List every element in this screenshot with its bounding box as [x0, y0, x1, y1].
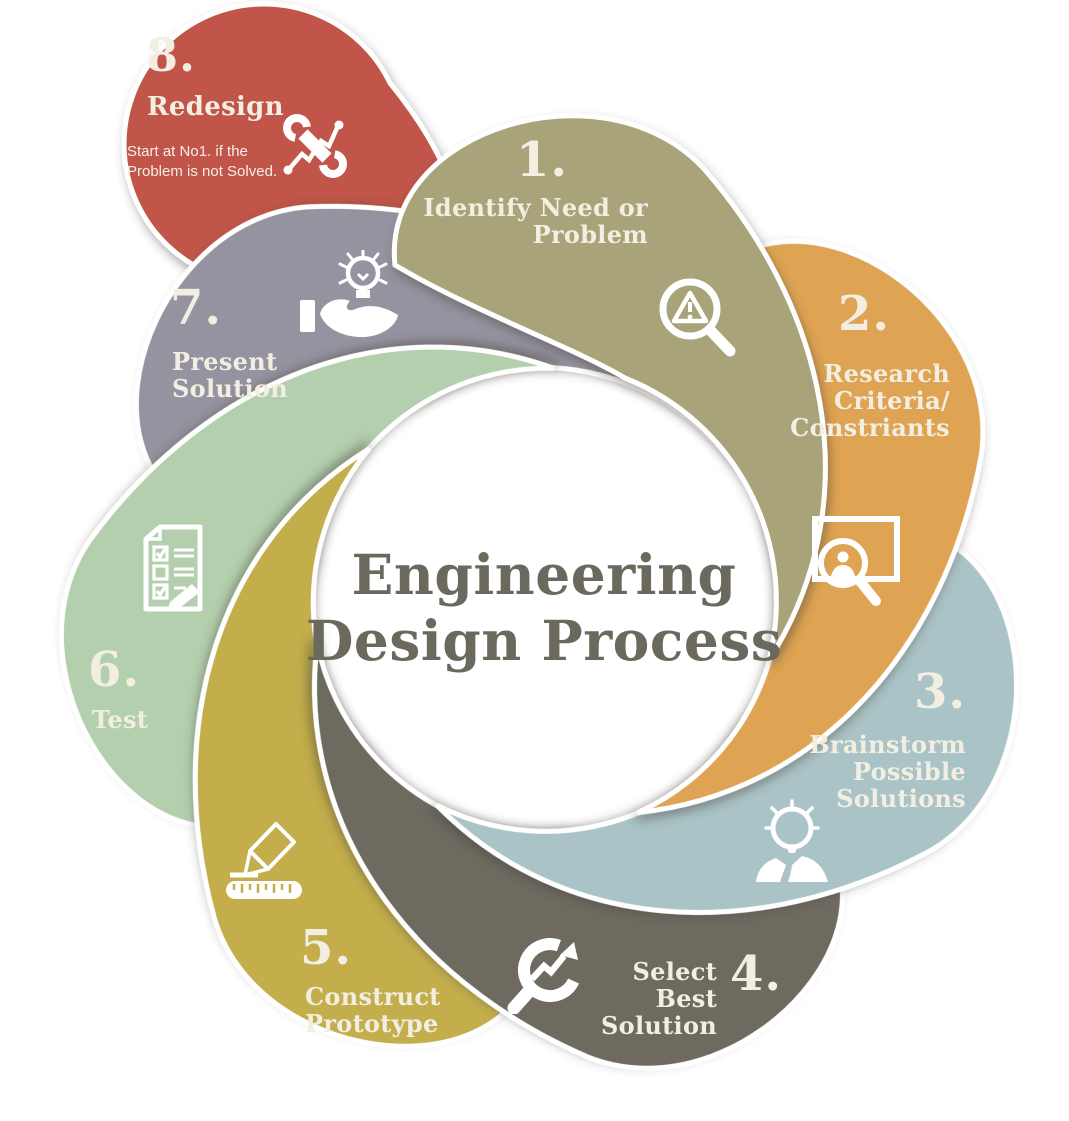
- step-6-label: Test: [92, 706, 148, 733]
- diagram-title-line1: Engineering: [351, 542, 737, 607]
- step-6-number: 6.: [88, 642, 141, 698]
- step-8-note-line: Problem is not Solved.: [127, 163, 278, 180]
- magnifier-trend-icon: [507, 938, 580, 1014]
- petal-step-1: [391, 113, 828, 662]
- center-white-circle: [329, 384, 761, 816]
- step-2-label-line: Criteria/: [834, 386, 950, 415]
- step-2-label-line: Constriants: [790, 413, 950, 442]
- step-5-label: Construct Prototype: [305, 983, 441, 1037]
- ruler-pencil-icon: [226, 822, 302, 899]
- step-2-label: Research Criteria/ Constriants: [790, 360, 950, 441]
- diagram-title-line2: Design Process: [305, 608, 783, 673]
- step-3-number: 3.: [914, 664, 967, 720]
- step-7-label: Present Solution: [172, 348, 288, 402]
- step-1-label-line: Identify Need or: [423, 193, 648, 222]
- magnifier-warning-icon: [659, 278, 736, 357]
- crossed-tools-icon: [283, 114, 347, 178]
- step-4-label-line: Best: [655, 984, 717, 1013]
- hand-bulb-icon: [300, 250, 398, 338]
- step-4-label-line: Select: [632, 957, 717, 986]
- step-1-label-line: Problem: [532, 220, 648, 249]
- screen-search-icon: [812, 516, 900, 606]
- step-8-number: 8.: [146, 28, 197, 82]
- step-7-label-line: Present: [172, 347, 278, 376]
- checklist-pencil-icon: [143, 524, 203, 612]
- step-5-number: 5.: [300, 920, 353, 976]
- step-4-label: Select Best Solution: [601, 958, 717, 1039]
- step-6-label-line: Test: [92, 705, 149, 734]
- step-2-label-line: Research: [823, 359, 950, 388]
- step-2-number: 2.: [838, 286, 891, 342]
- step-3-label-line: Possible: [852, 757, 966, 786]
- step-8-note-line: Start at No1. if the: [127, 143, 248, 160]
- step-7-label-line: Solution: [172, 374, 288, 403]
- diagram-title: Engineering Design Process: [194, 542, 894, 674]
- step-5-label-line: Prototype: [305, 1009, 439, 1038]
- step-4-number: 4.: [730, 946, 783, 1002]
- step-3-label-line: Brainstorm: [809, 730, 966, 759]
- idea-person-icon: [756, 799, 828, 882]
- step-8-note: Start at No1. if the Problem is not Solv…: [127, 142, 277, 182]
- step-8-label: Redesign: [147, 94, 284, 121]
- step-1-label: Identify Need or Problem: [423, 194, 648, 248]
- step-1-number: 1.: [516, 132, 569, 188]
- step-3-label: Brainstorm Possible Solutions: [809, 731, 966, 812]
- step-5-label-line: Construct: [305, 982, 441, 1011]
- step-8-label-line: Redesign: [147, 92, 284, 122]
- step-3-label-line: Solutions: [836, 784, 966, 813]
- step-4-label-line: Solution: [601, 1011, 717, 1040]
- step-7-number: 7.: [170, 280, 223, 336]
